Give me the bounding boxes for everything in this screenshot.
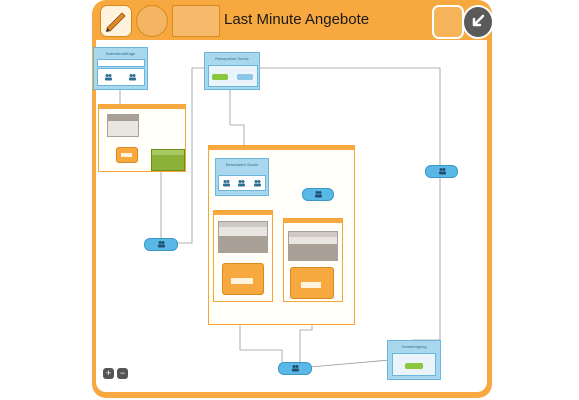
zuordnung-pill[interactable] [302,188,334,201]
reisedaten-suche-box[interactable]: Reisedaten Suche [215,158,269,196]
koordination-group[interactable]: Reisedaten Suche [208,145,355,325]
teilnehmer-zuordnen-group[interactable] [283,218,343,302]
rectangle-tool-button[interactable] [172,5,220,37]
pencil-tool-button[interactable] [100,5,132,37]
reisepreise-suche-box[interactable]: Reisepreise Suche [204,52,260,90]
people-icon [223,180,230,187]
zoom-out-button[interactable]: − [117,368,128,379]
zahlungsauftrag-box[interactable] [151,149,185,171]
reiseanfrage-pill[interactable] [425,165,458,178]
bewertung-reisen-group[interactable] [213,210,273,302]
genehmigung-box[interactable]: Genehmigung [387,340,441,380]
page-title: Last Minute Angebote [224,11,370,28]
people-icon [238,180,245,187]
people-icon [254,180,261,187]
people-icon [315,191,322,198]
anfrage-pill[interactable] [144,238,178,251]
verarbeitung-group[interactable] [98,104,186,172]
erfassung-buchung-box[interactable] [218,221,268,253]
zoom-in-button[interactable]: + [103,368,114,379]
kalenderabfrage-label: Kalenderabfrage [105,51,136,56]
people-icon [438,168,446,175]
arrow-back-icon [472,14,485,27]
kalenderabfrage-box[interactable]: Kalenderabfrage [93,47,148,90]
abschluss-box[interactable] [288,231,338,261]
reisepreise-suche-label: Reisepreise Suche [215,56,249,61]
back-button[interactable] [462,5,494,39]
rechnungsprufung-box[interactable] [116,147,138,163]
people-icon [105,74,112,81]
people-icon [158,241,165,248]
verarbeitung-box[interactable] [107,114,139,137]
teilnehmer-box[interactable] [290,267,334,299]
genehmigung-label: Genehmigung [401,344,427,349]
pencil-icon [106,12,126,32]
circle-tool-button[interactable] [136,5,168,37]
people-icon [292,365,299,372]
verfugbarkeit-box[interactable] [222,263,264,295]
reisedaten-suche-label: Reisedaten Suche [225,162,259,167]
buchung-zuordnen-pill[interactable] [278,362,312,375]
people-icon [129,74,136,81]
